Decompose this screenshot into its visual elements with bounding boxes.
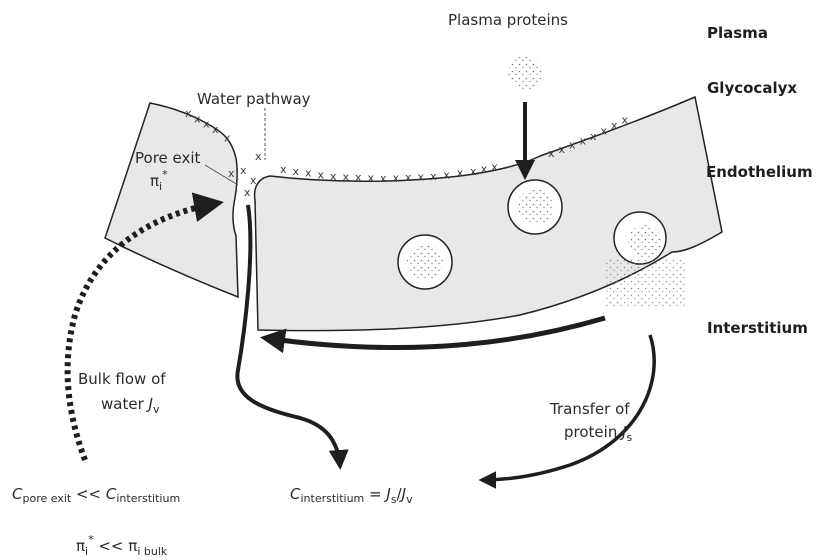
glycocalyx-mark: x <box>280 163 287 176</box>
glycocalyx-mark: x <box>228 167 235 180</box>
vesicle-basal <box>614 212 666 264</box>
glycocalyx-mark: x <box>305 167 312 180</box>
glycocalyx-mark: x <box>457 167 464 180</box>
glycocalyx-mark: x <box>343 171 350 184</box>
glycocalyx-mark: x <box>250 174 257 187</box>
glycocalyx-mark: x <box>430 170 437 183</box>
glycocalyx-mark: x <box>601 125 608 138</box>
pi-bulk-equation: πi* << πi bulk <box>76 533 168 558</box>
glycocalyx-mark: x <box>203 118 210 131</box>
glycocalyx-mark: x <box>240 164 247 177</box>
glycocalyx-mark: x <box>569 139 576 152</box>
glycocalyx-mark: x <box>244 186 251 199</box>
plasma-label: Plasma <box>707 24 768 42</box>
transfer-label-line2: protein Js <box>564 423 633 444</box>
glycocalyx-mark: x <box>548 147 555 160</box>
glycocalyx-label: Glycocalyx <box>707 79 797 97</box>
endothelium-label: Endothelium <box>706 163 813 181</box>
glycocalyx-mark: x <box>368 172 375 185</box>
bulk-flow-label-line1: Bulk flow of <box>78 370 166 388</box>
vesicle-internal <box>398 235 452 289</box>
glycocalyx-mark: x <box>255 150 262 163</box>
glycocalyx-mark: x <box>491 160 498 173</box>
glycocalyx-mark: x <box>355 171 362 184</box>
bulk-flow-label-line2: water Jv <box>101 395 160 416</box>
glycocalyx-mark: x <box>590 130 597 143</box>
glycocalyx-mark: x <box>470 165 477 178</box>
transfer-label-line1: Transfer of <box>549 400 630 418</box>
released-protein-cloud <box>605 258 685 308</box>
plasma-proteins-label: Plasma proteins <box>448 11 568 29</box>
interstitium-label: Interstitium <box>707 319 808 337</box>
glycocalyx-mark: x <box>224 132 231 145</box>
glycocalyx-mark: x <box>185 107 192 120</box>
c-pore-exit-equation: Cpore exit << Cinterstitium <box>12 485 180 505</box>
glycocalyx-mark: x <box>405 171 412 184</box>
glycocalyx-mark: x <box>418 171 425 184</box>
glycocalyx-mark: x <box>393 172 400 185</box>
glycocalyx-mark: x <box>559 143 566 156</box>
pore-exit-label: Pore exit <box>135 149 201 167</box>
glycocalyx-mark: x <box>194 112 201 125</box>
c-interstitium-equation: Cinterstitium = Js/Jv <box>290 485 413 506</box>
glycocalyx-mark: x <box>318 168 325 181</box>
glycocalyx-mark: x <box>330 170 337 183</box>
glycocalyx-mark: x <box>443 168 450 181</box>
water-pathway-label: Water pathway <box>197 90 311 108</box>
glycocalyx-mark: x <box>611 119 618 132</box>
vesicle-apical <box>508 180 562 234</box>
glycocalyx-mark: x <box>580 134 587 147</box>
plasma-protein-cluster <box>508 56 542 90</box>
glycocalyx-mark: x <box>380 172 387 185</box>
glycocalyx-mark: x <box>622 114 629 127</box>
glycocalyx-mark: x <box>293 165 300 178</box>
glycocalyx-mark: x <box>481 163 488 176</box>
glycocalyx-mark: x <box>212 123 219 136</box>
